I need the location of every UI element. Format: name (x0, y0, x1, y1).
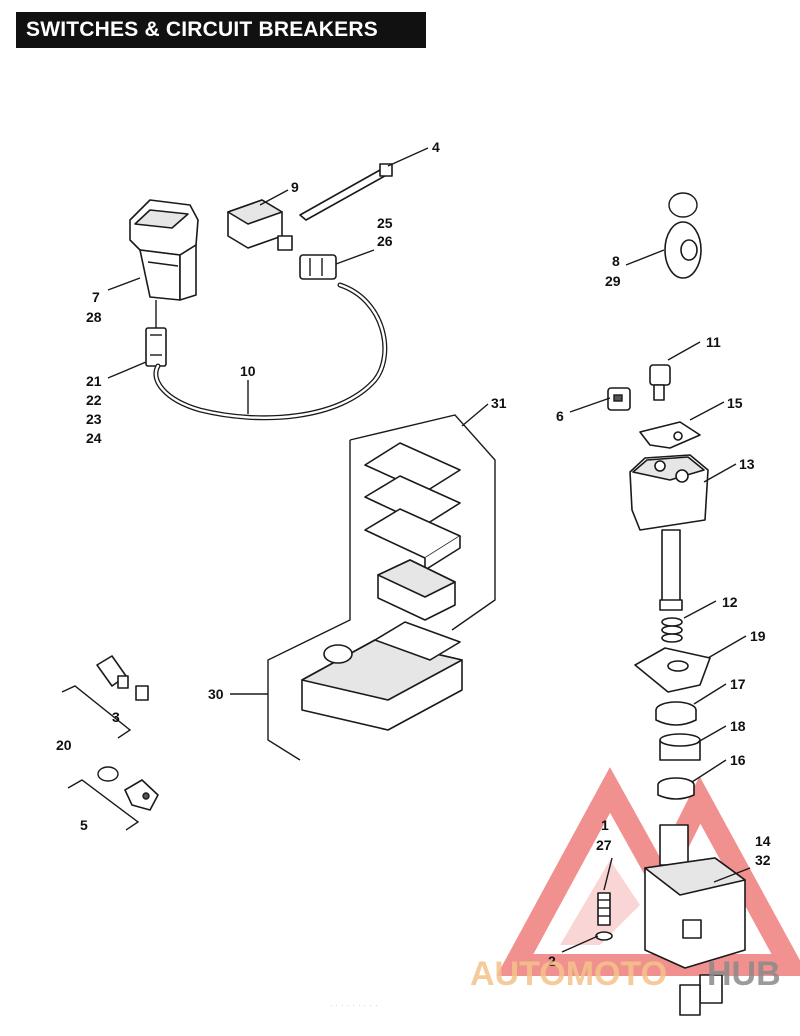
part-3-terminal (135, 685, 149, 701)
callout-24: 24 (86, 430, 102, 446)
callout-4: 4 (432, 139, 440, 155)
part-7-switch-housing (129, 199, 199, 301)
callout-8: 8 (612, 253, 620, 269)
callout-7: 7 (92, 289, 100, 305)
callout-22: 22 (86, 392, 102, 408)
part-31-circuit-breaker-stack (364, 442, 461, 621)
part-21-connector (145, 300, 167, 367)
part-9-connector-block (227, 199, 293, 251)
callout-5: 5 (80, 817, 88, 833)
page-title: SWITCHES & CIRCUIT BREAKERS (16, 12, 426, 48)
callout-10: 10 (240, 363, 256, 379)
watermark-part1: AUTOMOTO (470, 955, 667, 993)
callout-11: 11 (706, 334, 721, 350)
callout-23: 23 (86, 411, 102, 427)
watermark-text: AUTOMOTO HUB (470, 955, 781, 993)
callout-9: 9 (291, 179, 299, 195)
callout-31: 31 (491, 395, 507, 411)
part-10-wire-harness (153, 282, 388, 421)
part-11-key (649, 364, 671, 401)
callout-29: 29 (605, 273, 621, 289)
part-30-fuse-box (301, 621, 463, 731)
part-18-bushing (659, 733, 701, 761)
callout-3: 3 (112, 709, 120, 725)
part-5-sensor (97, 766, 159, 811)
callout-21: 21 (86, 373, 102, 389)
callout-30: 30 (208, 686, 224, 702)
bracket-20 (61, 685, 132, 739)
part-15-plate (639, 421, 701, 449)
callout-12: 12 (722, 594, 738, 610)
part-1-screw (597, 892, 611, 926)
callout-20: 20 (56, 737, 72, 753)
part-16-ring (657, 777, 695, 800)
callout-2: 2 (548, 953, 556, 969)
callout-17: 17 (730, 676, 746, 692)
bracket-5 (67, 779, 140, 831)
leader-lines (107, 147, 751, 953)
callout-19: 19 (750, 628, 766, 644)
callout-25: 25 (377, 215, 393, 231)
callout-28: 28 (86, 309, 102, 325)
callout-26: 26 (377, 233, 393, 249)
watermark-part2: HUB (707, 955, 781, 993)
part-4-cable-tie (299, 163, 393, 221)
part-2-washer (595, 931, 613, 941)
part-14-ignition-switch-body (644, 824, 746, 1016)
callout-16: 16 (730, 752, 746, 768)
bracket-31 (349, 414, 496, 631)
part-13-ignition-cap (629, 454, 709, 611)
callout-labels: 4 9 25 26 8 29 7 28 10 21 22 23 24 31 11… (56, 139, 771, 969)
callout-14: 14 (755, 833, 771, 849)
bracket-30 (267, 440, 351, 761)
callout-15: 15 (727, 395, 743, 411)
callout-32: 32 (755, 852, 771, 868)
part-25-plug (299, 254, 337, 280)
callout-18: 18 (730, 718, 746, 734)
callout-27: 27 (596, 837, 612, 853)
callout-6: 6 (556, 408, 564, 424)
callout-1: 1 (601, 817, 609, 833)
footer-note: · · · · · · · · · (330, 1003, 379, 1009)
part-12-spring (661, 617, 683, 643)
part-8-key-tag (664, 192, 702, 279)
part-19-plate (634, 647, 711, 693)
part-17-nut (655, 701, 697, 726)
callout-13: 13 (739, 456, 755, 472)
part-20-sensor (96, 655, 129, 689)
part-6-key-blank (607, 387, 631, 411)
